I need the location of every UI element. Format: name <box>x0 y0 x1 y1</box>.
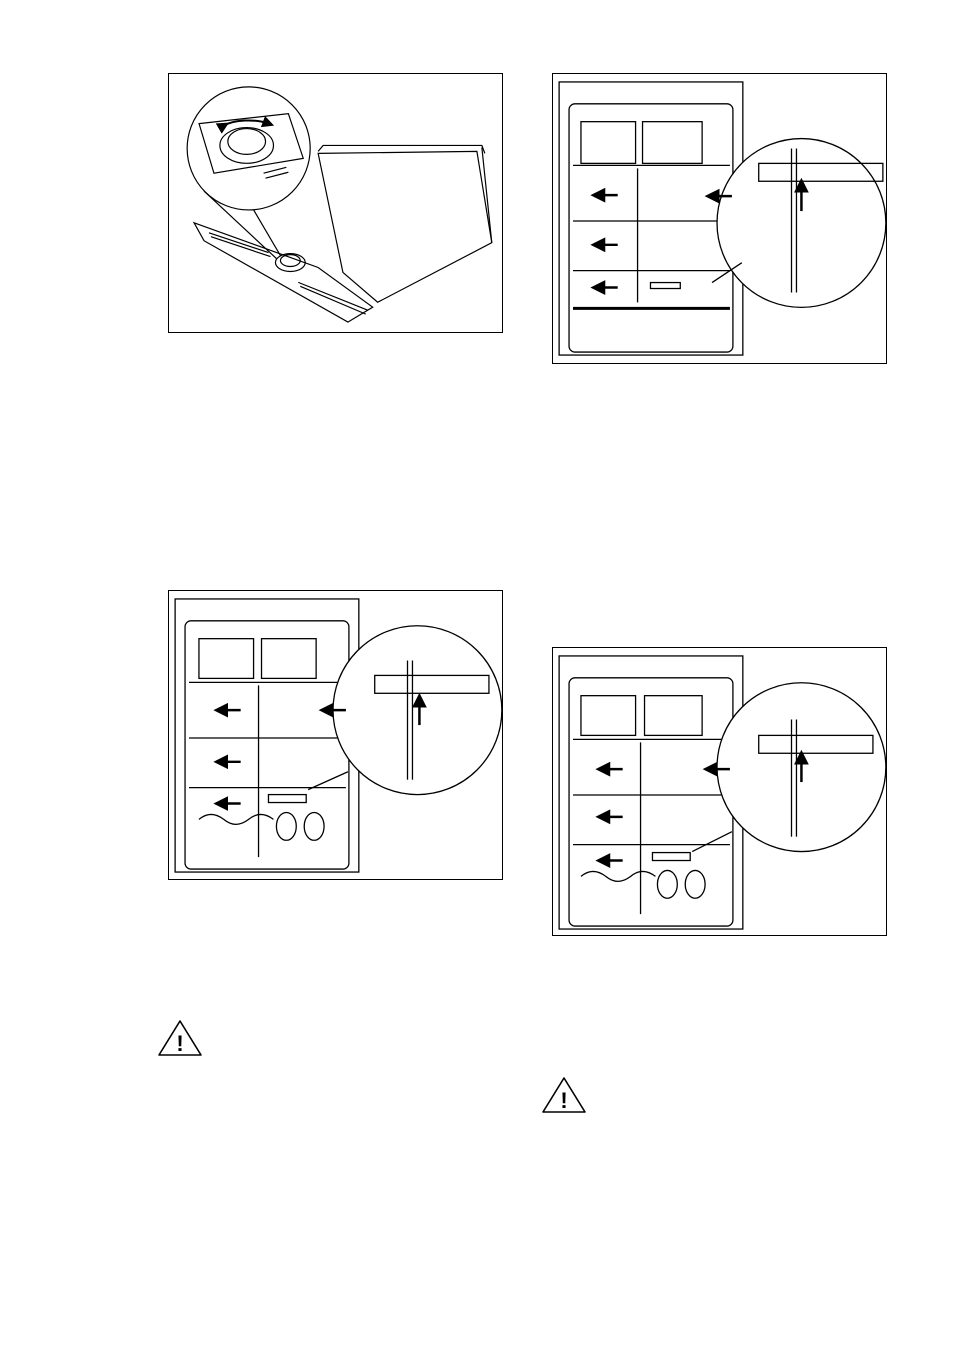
fridge-figure-bottom-left <box>168 590 503 880</box>
fridge-figure-bottom-right <box>552 647 887 936</box>
shelf-adjust-knob-illustration <box>169 74 502 332</box>
shelf-knob-figure <box>168 73 503 333</box>
fridge-figure-top-right <box>552 73 887 364</box>
fridge-interior-bottle-rack-illustration <box>553 648 886 935</box>
fridge-interior-shelf-illustration <box>553 74 886 363</box>
warning-triangle-icon: ! <box>157 1019 203 1057</box>
warning-glyph: ! <box>176 1031 183 1056</box>
fridge-interior-bottle-rack-illustration <box>169 591 502 879</box>
warning-glyph: ! <box>560 1088 567 1113</box>
warning-triangle-icon: ! <box>541 1076 587 1114</box>
